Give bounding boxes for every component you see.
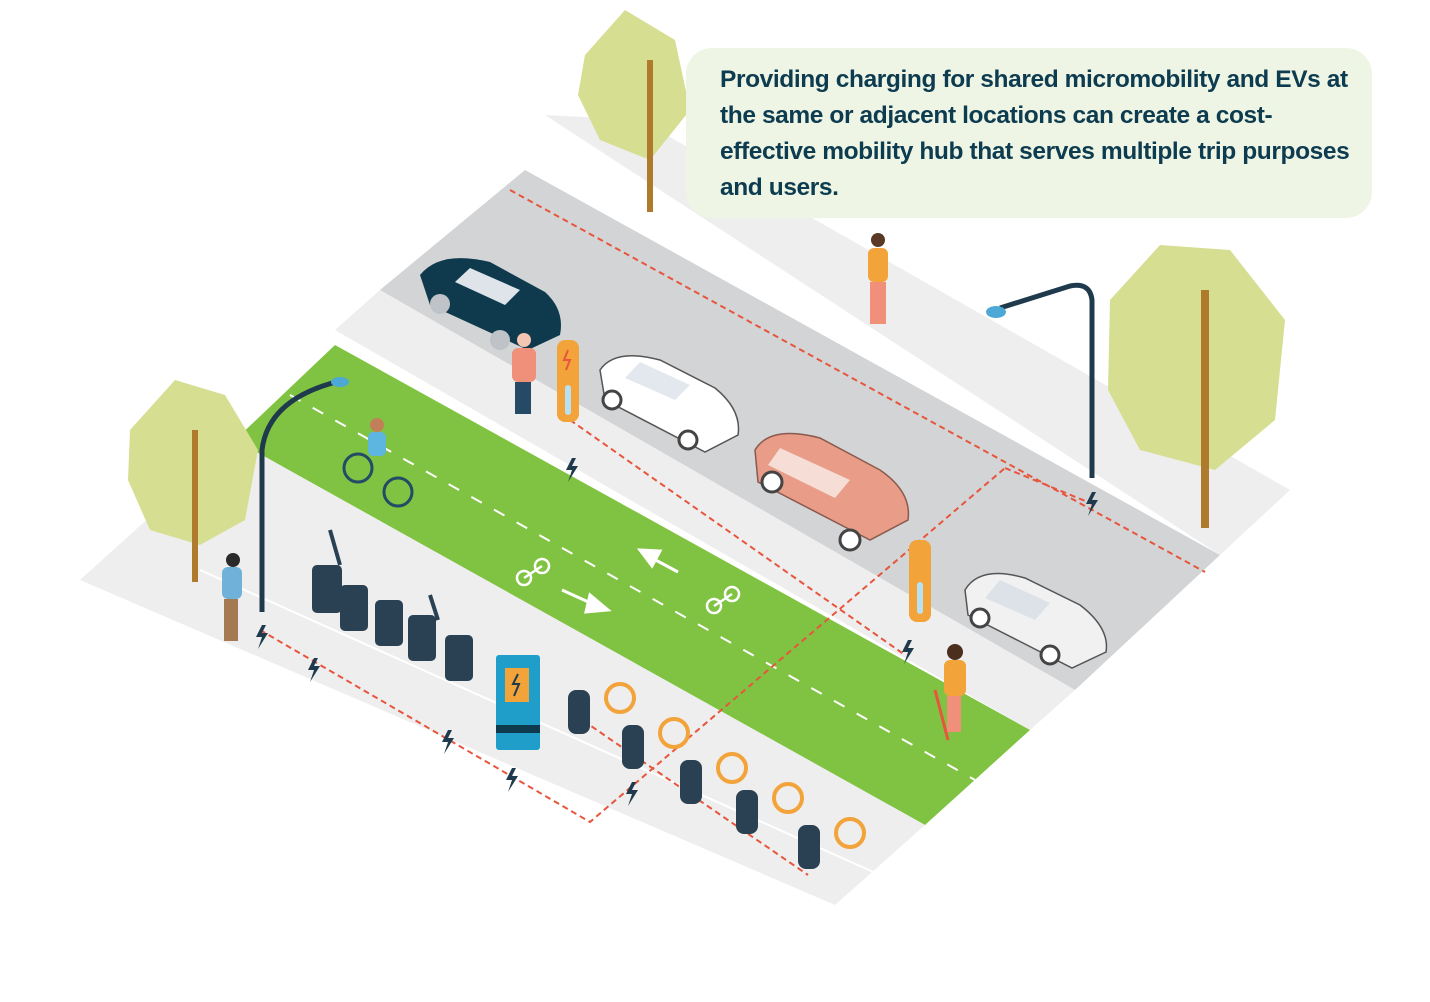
far-sidewalk	[545, 115, 1290, 555]
pedestrian-icon	[868, 233, 888, 324]
bikeshare-dock-icon	[798, 817, 866, 869]
bikeshare-dock-icon	[680, 752, 748, 804]
lightning-bolt-icon	[256, 458, 1098, 806]
ev-charger-icon	[557, 340, 579, 422]
bikeshare-dock-icon	[622, 717, 690, 769]
ev-charger-icon	[909, 540, 931, 622]
pedestrian-icon	[222, 553, 242, 641]
bikeshare-dock-icon	[568, 682, 636, 734]
streetlight-icon	[259, 377, 349, 612]
streetlight-icon	[986, 282, 1095, 478]
road	[380, 170, 1220, 690]
scooter-rider-icon	[933, 644, 966, 741]
cyclist-icon	[342, 418, 414, 508]
pedestrian-icon	[512, 333, 536, 414]
car-icon	[420, 258, 561, 350]
tree-icon	[578, 10, 690, 212]
bike-lane-marking-icon	[705, 585, 741, 615]
charging-kiosk-icon	[496, 655, 540, 750]
callout-box: Providing charging for shared micromobil…	[686, 48, 1372, 218]
bike-lane	[235, 345, 1030, 825]
callout-text: Providing charging for shared micromobil…	[720, 66, 1350, 201]
tree-icon	[128, 380, 258, 582]
minivan-icon	[754, 432, 910, 552]
bikeshare-dock-icon	[736, 782, 804, 834]
bike-lane-marking-icon	[515, 557, 551, 587]
car-icon	[964, 572, 1108, 669]
arrow-icon	[636, 548, 679, 574]
car-icon	[599, 355, 740, 453]
arrow-icon	[561, 588, 612, 614]
tree-icon	[1108, 245, 1285, 528]
bike-lane-centerline	[289, 394, 976, 781]
scooter-dock-icon	[312, 529, 473, 681]
